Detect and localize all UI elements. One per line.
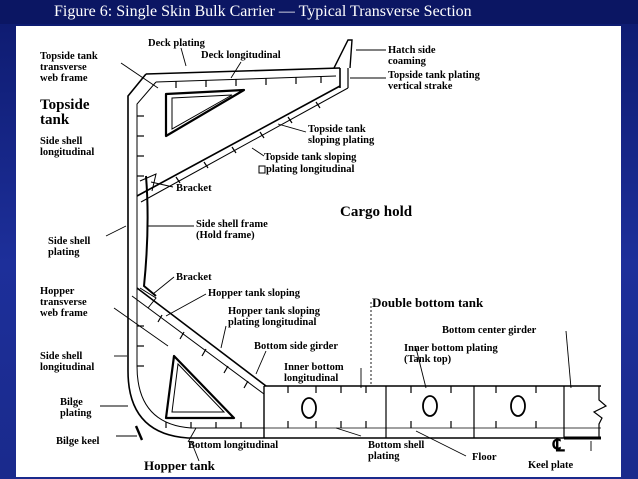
topside-sloping-plating [136,85,341,197]
floor-hole-1 [301,397,317,419]
label-topside-web-frame: Topside tank [40,51,98,62]
svg-text:(Hold frame): (Hold frame) [196,230,255,241]
centerline-break [592,386,608,438]
label-keel-plate: Keel plate [528,460,574,471]
hatch-coaming [333,39,353,69]
label-bottom-side-girder: Bottom side girder [254,341,338,352]
label-topside-tank-plating: Topside tank plating [388,70,481,81]
label-topside-sloping-longitudinal: Topside tank sloping [264,152,357,163]
side-shell-inner-line [136,81,264,429]
lower-bracket [139,287,157,309]
transverse-section-diagram: Deck plating Deck longitudinal Hatch sid… [40,38,608,473]
title-bar: Figure 6: Single Skin Bulk Carrier — Typ… [0,0,638,24]
label-bracket-lower: Bracket [176,272,212,283]
svg-text:plating: plating [48,247,80,258]
label-bottom-center-girder: Bottom center girder [442,325,537,336]
topside-web-opening [164,88,246,138]
diagram-labels: Deck plating Deck longitudinal Hatch sid… [40,38,574,473]
svg-text:plating: plating [60,408,92,419]
label-side-shell-plating: Side shell [48,236,90,247]
floor-hole-2 [422,395,438,417]
label-hopper-sloping: Hopper tank sloping [208,288,301,299]
label-hatch-side-coaming: Hatch side [388,45,436,56]
label-deck-longitudinal: Deck longitudinal [201,50,281,61]
centerline-symbol: ℄ [552,435,565,455]
svg-text:web frame: web frame [40,73,88,84]
svg-text:transverse: transverse [40,62,87,73]
leader-lines [100,47,592,462]
svg-text:coaming: coaming [388,56,427,67]
svg-text:(Tank top): (Tank top) [404,354,452,365]
svg-text:transverse: transverse [40,297,87,308]
label-topside-tank: Topside [40,97,90,113]
svg-text:plating longitudinal: plating longitudinal [228,317,316,328]
label-deck-plating: Deck plating [148,38,206,49]
label-floor: Floor [472,452,497,463]
side-shell-frame [142,175,157,297]
label-hopper-web-frame: Hopper [40,286,75,297]
svg-text:longitudinal: longitudinal [40,147,94,158]
label-hopper-tank: Hopper tank [144,458,216,473]
label-bottom-shell-plating: Bottom shell [368,440,424,451]
svg-text:web frame: web frame [40,308,88,319]
label-side-shell-longitudinal-lower: Side shell [40,351,82,362]
diagram-panel: Deck plating Deck longitudinal Hatch sid… [16,26,621,477]
label-double-bottom-tank: Double bottom tank [372,295,484,310]
label-bracket-upper: Bracket [176,183,212,194]
svg-text:tank: tank [40,112,70,128]
svg-text:plating: plating [368,451,400,462]
label-side-shell-longitudinal-upper: Side shell [40,136,82,147]
hopper-sloping-plating [136,287,267,387]
hull-structure [127,39,608,441]
label-side-shell-frame: Side shell frame [196,219,268,230]
label-bilge-keel: Bilge keel [56,436,100,447]
svg-text:sloping plating: sloping plating [308,135,375,146]
label-inner-bottom-longitudinal: Inner bottom [284,362,344,373]
slide-title: Figure 6: Single Skin Bulk Carrier — Typ… [54,3,472,20]
deck-line [145,67,341,75]
bilge-keel-shape [134,425,144,441]
hopper-web-opening [164,354,236,420]
floor-hole-3 [510,395,526,417]
svg-text:longitudinal: longitudinal [40,362,94,373]
label-cargo-hold: Cargo hold [340,204,413,220]
svg-text:plating longitudinal: plating longitudinal [266,164,354,175]
longitudinal-stiffeners [137,76,537,428]
svg-text:longitudinal: longitudinal [284,373,338,384]
side-shell-outline [127,73,264,439]
stiffener-symbol [258,165,266,174]
label-inner-bottom-plating: Inner bottom plating [404,343,498,354]
label-bilge-plating: Bilge [60,397,83,408]
svg-text:vertical strake: vertical strake [388,81,453,92]
label-topside-sloping-plating: Topside tank [308,124,366,135]
label-bottom-longitudinal: Bottom longitudinal [188,440,278,451]
label-hopper-sloping-longitudinal: Hopper tank sloping [228,306,321,317]
